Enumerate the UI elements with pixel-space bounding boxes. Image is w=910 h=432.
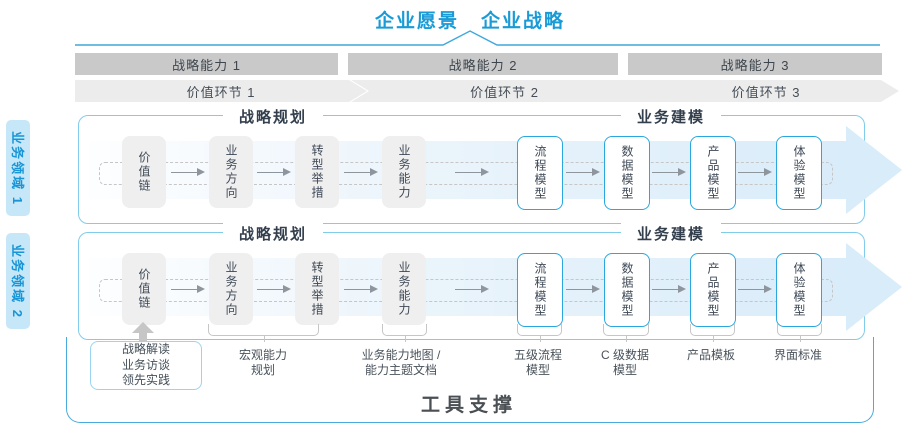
up-arrow-icon bbox=[132, 322, 154, 341]
flow-box-transformation: 转型举措 bbox=[295, 136, 339, 208]
arrow-right-icon bbox=[738, 285, 772, 294]
arrow-right-icon bbox=[566, 168, 600, 177]
capability-bar-label: 战略能力 3 bbox=[720, 57, 790, 73]
flow-box-experience-model: 体验模型 bbox=[776, 253, 822, 327]
deliverable-label-product-template: 产品模板 bbox=[686, 348, 735, 362]
arrow-right-icon bbox=[738, 168, 772, 177]
domain-tab-2: 业务领域 2 bbox=[6, 233, 30, 329]
bracket bbox=[517, 324, 562, 342]
arrow-right-icon bbox=[344, 285, 378, 294]
flow-box-data-model: 数据模型 bbox=[604, 136, 650, 210]
stage-arrow-tip-icon bbox=[846, 243, 902, 331]
bracket bbox=[690, 324, 735, 342]
dashed-track bbox=[99, 162, 833, 185]
dashed-track bbox=[99, 279, 833, 302]
domain-tab-label: 业务领域 2 bbox=[9, 243, 25, 319]
arrow-right-icon bbox=[257, 168, 291, 177]
flow-box-business-capability: 业务能力 bbox=[382, 136, 426, 208]
capability-bar-3: 战略能力 3 bbox=[628, 53, 882, 75]
flow-box-experience-model: 体验模型 bbox=[776, 136, 822, 210]
domain-row-panel-2: 战略规划 业务建模 价值链 业务方向 转型举措 业务能力 流程模型 数据模型 产… bbox=[78, 223, 902, 340]
value-chain-label: 价值环节 3 bbox=[731, 84, 801, 100]
bracket bbox=[777, 324, 822, 342]
arrow-right-icon bbox=[455, 168, 489, 177]
deliverable-label-ui-standard: 界面标准 bbox=[773, 348, 822, 362]
arrow-right-icon bbox=[257, 285, 291, 294]
arrow-right-icon bbox=[566, 285, 600, 294]
value-chain-chevron-2: 价值环节 2 bbox=[351, 80, 648, 102]
flow-box-business-capability: 业务能力 bbox=[382, 253, 426, 325]
deliverable-label-process-model: 五级流程 模型 bbox=[513, 348, 562, 377]
stage-arrow-tip-icon bbox=[846, 126, 902, 214]
planning-section-title: 战略规划 bbox=[223, 223, 323, 244]
value-chain-chevron-3: 价值环节 3 bbox=[623, 80, 899, 102]
arrow-right-icon bbox=[455, 285, 489, 294]
strategy-label: 企业战略 bbox=[481, 11, 566, 32]
deliverable-label-macro-capability: 宏观能力 规划 bbox=[238, 348, 287, 377]
planning-section-title: 战略规划 bbox=[223, 106, 323, 127]
flow-box-value-chain: 价值链 bbox=[122, 136, 166, 208]
modeling-section-title: 业务建模 bbox=[621, 223, 721, 244]
arrow-right-icon bbox=[344, 168, 378, 177]
value-chain-label: 价值环节 1 bbox=[186, 84, 256, 100]
value-chain-label: 价值环节 2 bbox=[470, 84, 539, 100]
flow-box-process-model: 流程模型 bbox=[517, 136, 563, 210]
source-practices-box: 战略解读 业务访谈 领先实践 bbox=[90, 341, 202, 390]
value-chain-chevron-1: 价值环节 1 bbox=[75, 80, 367, 102]
arrow-right-icon bbox=[652, 168, 686, 177]
domain-tab-label: 业务领域 1 bbox=[9, 130, 25, 206]
deliverable-label-data-model: C 级数据 模型 bbox=[600, 348, 649, 377]
domain-row-panel-1: 战略规划 业务建模 价值链 业务方向 转型举措 业务能力 流程模型 数据模型 产… bbox=[78, 106, 902, 224]
flow-box-process-model: 流程模型 bbox=[517, 253, 563, 327]
arrow-right-icon bbox=[652, 285, 686, 294]
domain-tab-1: 业务领域 1 bbox=[6, 120, 30, 216]
capability-bar-label: 战略能力 1 bbox=[172, 57, 241, 73]
arrow-right-icon bbox=[171, 285, 205, 294]
flow-box-business-direction: 业务方向 bbox=[209, 136, 253, 208]
flow-box-product-model: 产品模型 bbox=[690, 253, 736, 327]
flow-box-value-chain: 价值链 bbox=[122, 253, 166, 325]
capability-bar-2: 战略能力 2 bbox=[348, 53, 618, 75]
bracket bbox=[603, 324, 649, 342]
flow-box-product-model: 产品模型 bbox=[690, 136, 736, 210]
bracket bbox=[208, 324, 319, 342]
modeling-section-title: 业务建模 bbox=[621, 106, 721, 127]
flow-box-business-direction: 业务方向 bbox=[209, 253, 253, 325]
tools-container bbox=[66, 337, 874, 423]
capability-bar-label: 战略能力 2 bbox=[448, 57, 518, 73]
vision-label: 企业愿景 bbox=[374, 11, 459, 32]
bracket bbox=[382, 324, 427, 342]
page-title: 企业愿景 企业战略 bbox=[280, 6, 660, 33]
vision-pointer-line bbox=[75, 30, 880, 46]
capability-bar-1: 战略能力 1 bbox=[75, 53, 338, 75]
tools-label: 工具支撑 bbox=[420, 395, 517, 416]
arrow-right-icon bbox=[171, 168, 205, 177]
flow-box-transformation: 转型举措 bbox=[295, 253, 339, 325]
deliverable-label-capability-map: 业务能力地图 / 能力主题文档 bbox=[361, 348, 441, 377]
flow-box-data-model: 数据模型 bbox=[604, 253, 650, 327]
